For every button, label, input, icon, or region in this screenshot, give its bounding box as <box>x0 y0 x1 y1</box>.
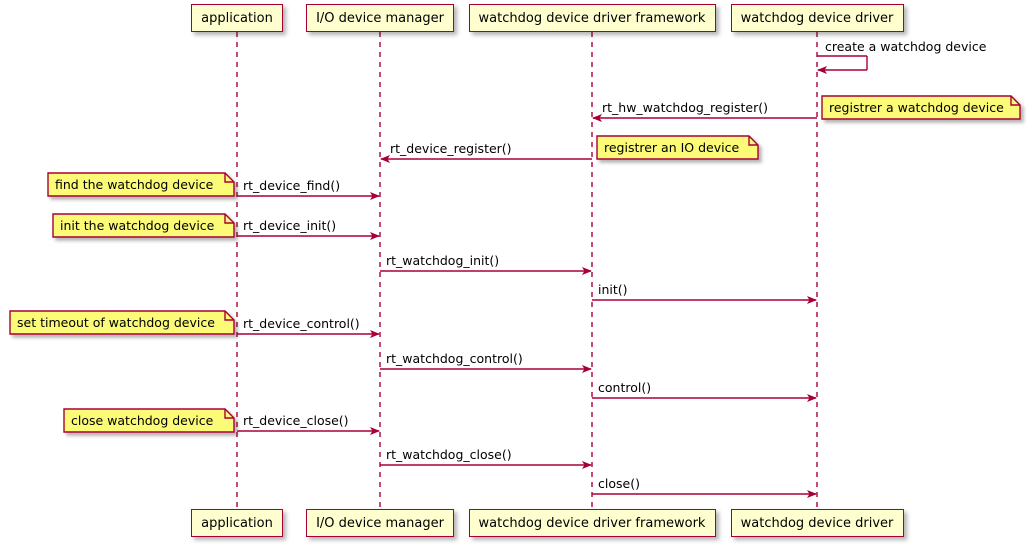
note-label: find the watchdog device <box>55 177 214 192</box>
message-label-rt-device-register: rt_device_register() <box>390 141 512 156</box>
note-label: init the watchdog device <box>60 218 215 233</box>
note-label: close watchdog device <box>71 413 214 428</box>
participant-label: watchdog device driver <box>740 515 894 531</box>
message-label-rt-device-control: rt_device_control() <box>243 316 360 331</box>
note-label: registrer an IO device <box>604 140 740 155</box>
note-shape-set-timeout-of-watchdog-device <box>9 310 235 335</box>
note-registrer-a-watchdog-device: registrer a watchdog device <box>822 96 1020 119</box>
note-label: set timeout of watchdog device <box>17 315 215 330</box>
message-label-control: control() <box>598 380 652 395</box>
note-fold-close-watchdog-device <box>224 409 234 419</box>
participant-footer-io-device-manager: I/O device manager <box>306 509 454 537</box>
message-label-rt-device-find: rt_device_find() <box>243 178 341 193</box>
message-label-rt-device-init: rt_device_init() <box>243 218 337 233</box>
participant-footer-watchdog-driver: watchdog device driver <box>730 509 904 537</box>
note-fold-registrer-an-io-device <box>748 136 758 146</box>
participant-label: I/O device manager <box>316 515 444 531</box>
message-label-create-a-watchdog-device: create a watchdog device <box>825 39 987 54</box>
participant-header-watchdog-framework: watchdog device driver framework <box>468 4 716 32</box>
note-shape-init-the-watchdog-device <box>52 213 235 238</box>
note-fold-set-timeout-of-watchdog-device <box>224 311 234 321</box>
notes-shapes-group <box>9 95 1021 433</box>
note-registrer-an-io-device: registrer an IO device <box>597 136 758 159</box>
message-label-rt-watchdog-close: rt_watchdog_close() <box>386 447 512 462</box>
note-close-watchdog-device: close watchdog device <box>64 409 234 432</box>
participant-header-application: application <box>191 4 283 32</box>
note-set-timeout-of-watchdog-device: set timeout of watchdog device <box>10 311 234 334</box>
participant-footer-application: application <box>191 509 283 537</box>
note-fold-registrer-a-watchdog-device <box>1010 96 1020 106</box>
note-shape-close-watchdog-device <box>63 408 235 433</box>
participant-label: watchdog device driver framework <box>478 515 706 531</box>
participant-header-watchdog-driver: watchdog device driver <box>730 4 904 32</box>
participant-label: watchdog device driver <box>740 10 894 26</box>
participant-label: application <box>201 10 273 26</box>
note-shape-registrer-a-watchdog-device <box>821 95 1021 120</box>
note-init-the-watchdog-device: init the watchdog device <box>53 214 234 237</box>
message-arrows-group <box>237 55 868 498</box>
participant-footer-watchdog-framework: watchdog device driver framework <box>468 509 716 537</box>
message-label-rt-device-close: rt_device_close() <box>243 413 349 428</box>
note-label: registrer a watchdog device <box>829 100 1004 115</box>
note-fold-init-the-watchdog-device <box>224 214 234 224</box>
note-find-the-watchdog-device: find the watchdog device <box>48 173 234 196</box>
message-label-init: init() <box>598 282 628 297</box>
participant-label: application <box>201 515 273 531</box>
participant-label: I/O device manager <box>316 10 444 26</box>
note-fold-find-the-watchdog-device <box>224 173 234 183</box>
note-shape-find-the-watchdog-device <box>47 172 235 197</box>
message-label-rt-watchdog-control: rt_watchdog_control() <box>386 351 523 366</box>
participant-header-io-device-manager: I/O device manager <box>306 4 454 32</box>
note-shape-registrer-an-io-device <box>596 135 759 160</box>
message-label-rt-hw-watchdog-register: rt_hw_watchdog_register() <box>602 100 768 115</box>
message-label-close: close() <box>598 476 640 491</box>
participant-label: watchdog device driver framework <box>478 10 706 26</box>
message-label-rt-watchdog-init: rt_watchdog_init() <box>386 253 500 268</box>
